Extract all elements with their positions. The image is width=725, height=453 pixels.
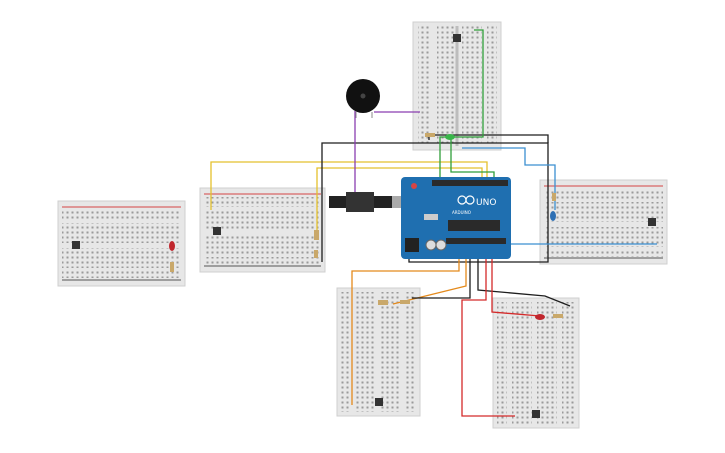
breadboard-right (539, 179, 668, 265)
wire-red-2 (491, 252, 541, 317)
resistor (553, 314, 563, 318)
led-blue-right (550, 211, 556, 221)
wire-black-top (428, 134, 549, 143)
piezo-buzzer (346, 79, 380, 118)
arduino-uno-label: UNO (476, 198, 496, 208)
wire-green (439, 29, 484, 178)
push-button (532, 410, 540, 418)
resistor (314, 230, 319, 240)
breadboard-bottom-left (336, 287, 421, 417)
push-button (453, 34, 461, 42)
resistor (378, 300, 388, 305)
arduino-uno: UNO ARDUINO (401, 177, 511, 259)
push-button (213, 227, 221, 235)
resistor (400, 300, 410, 304)
resistors (170, 133, 563, 318)
wire-orange (351, 250, 460, 405)
resistor (314, 250, 318, 258)
arduino-logo-text: ARDUINO (452, 210, 471, 215)
wire-yellow-2 (316, 167, 483, 235)
wires (210, 29, 657, 417)
push-button (375, 398, 383, 406)
usb-cable (329, 192, 410, 212)
resistor (170, 262, 174, 272)
breadboard-bottom-right (492, 297, 580, 429)
wire-black-br (477, 252, 571, 307)
push-button (648, 218, 656, 226)
push-button (72, 241, 80, 249)
wire-black-bottom (412, 252, 471, 299)
resistor (425, 133, 435, 137)
wire-yellow (210, 161, 488, 210)
wire-blue-top (462, 147, 556, 210)
led-green-top (445, 134, 455, 140)
led-red-bottom (535, 314, 545, 320)
breadboard-top (412, 21, 502, 151)
push-buttons (72, 34, 656, 418)
wire-black-loop (321, 142, 549, 263)
resistor (552, 193, 556, 201)
led-red-left (169, 241, 175, 251)
wire-red (461, 252, 515, 417)
arduino-infinity-icon-2 (465, 195, 475, 205)
